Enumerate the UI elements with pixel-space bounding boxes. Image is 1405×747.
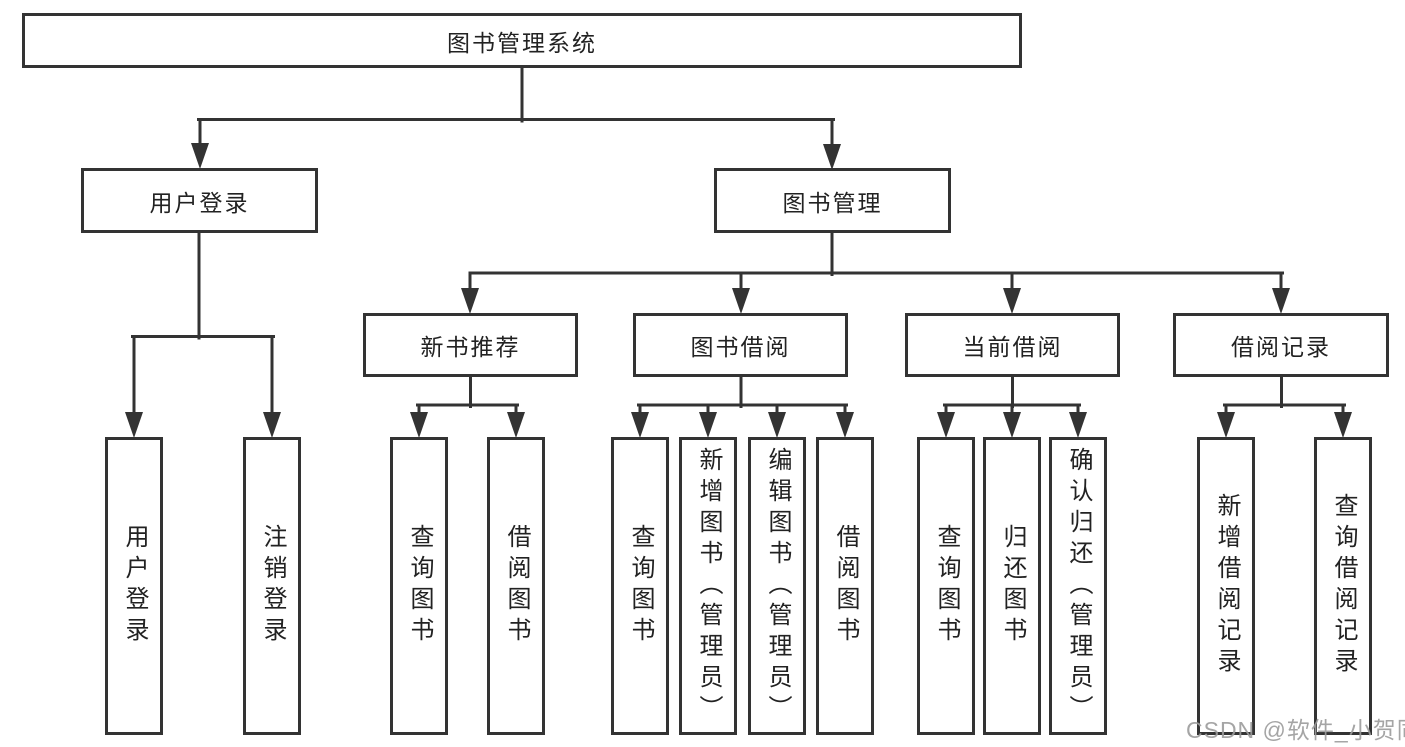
node-label: 查询图书 [933,524,960,648]
leaf-current-return-books: 归还图书 [983,437,1041,735]
node-label: 借阅图书 [832,524,859,648]
leaf-records-add-record: 新增借阅记录 [1197,437,1255,735]
leaf-recommend-query-books: 查询图书 [390,437,448,735]
node-label: 图书借阅 [690,334,791,360]
node-label: 查询图书 [406,524,433,648]
leaf-logout: 注销登录 [243,437,301,735]
node-label: 新增借阅记录 [1213,493,1240,679]
node-label: 借阅图书 [503,524,530,648]
node-label: 图书管理系统 [447,29,597,56]
leaf-borrow-edit-books-admin: 编辑图书（管理员） [748,437,806,735]
node-label: 借阅记录 [1231,334,1331,360]
node-label: 用户登录 [149,189,250,216]
node-label: 新书推荐 [420,334,521,360]
leaf-recommend-borrow-books: 借阅图书 [487,437,545,735]
node-label: 当前借阅 [962,334,1063,360]
leaf-user-login: 用户登录 [105,437,163,735]
node-label: 新增图书（管理员） [695,446,722,726]
node-label: 注销登录 [259,524,286,648]
leaf-borrow-borrow-books: 借阅图书 [816,437,874,735]
node-label: 归还图书 [999,524,1026,648]
leaf-records-query-record: 查询借阅记录 [1314,437,1372,735]
node-book-management: 图书管理 [714,168,951,233]
node-label: 编辑图书（管理员） [764,446,791,726]
node-label: 图书管理 [782,189,883,216]
node-label: 查询图书 [627,524,654,648]
leaf-current-confirm-return-admin: 确认归还（管理员） [1049,437,1107,735]
node-label: 确认归还（管理员） [1065,446,1092,726]
node-label: 查询借阅记录 [1330,493,1357,679]
leaf-borrow-add-books-admin: 新增图书（管理员） [679,437,737,735]
node-library-system: 图书管理系统 [22,13,1022,68]
node-borrow-records: 借阅记录 [1173,313,1389,377]
node-label: 用户登录 [121,524,148,648]
node-new-book-recommend: 新书推荐 [363,313,578,377]
node-book-borrow: 图书借阅 [633,313,848,377]
node-current-borrow: 当前借阅 [905,313,1120,377]
csdn-watermark: CSDN @软件_小贺同学 [1186,717,1405,743]
leaf-current-query-books: 查询图书 [917,437,975,735]
leaf-borrow-query-books: 查询图书 [611,437,669,735]
node-user-login: 用户登录 [81,168,318,233]
